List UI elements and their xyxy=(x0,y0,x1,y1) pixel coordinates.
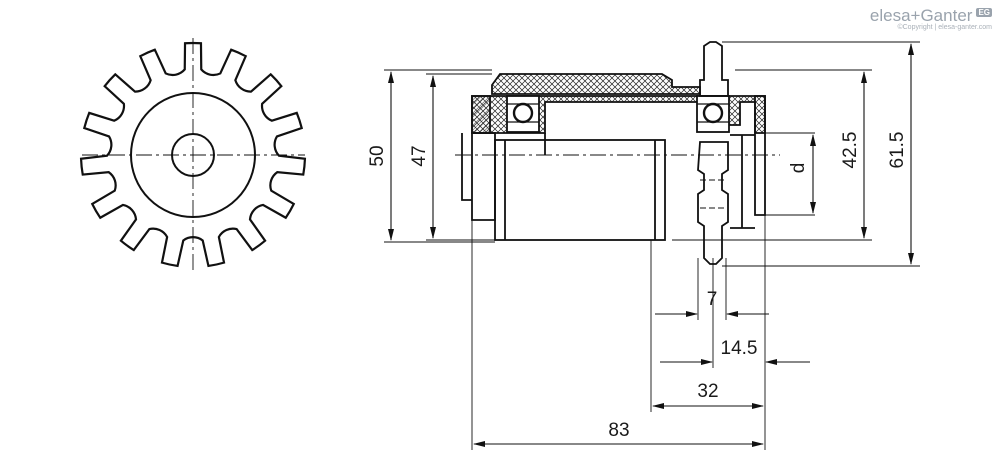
left-end-cap-lower xyxy=(471,132,496,221)
dim-61-5: 61.5 xyxy=(887,132,908,169)
extension-lines xyxy=(384,41,920,450)
housing-top-plate xyxy=(491,73,701,95)
dimension-lines xyxy=(388,43,914,447)
dim-d: d xyxy=(788,163,809,174)
left-end-cap xyxy=(471,95,491,134)
dim-32: 32 xyxy=(697,381,718,402)
logo-brand: elesa+Ganter xyxy=(869,6,973,25)
logo-badge: EG xyxy=(976,8,992,17)
dim-47: 47 xyxy=(409,145,430,166)
dim-42-5: 42.5 xyxy=(840,132,861,169)
left-hub-step xyxy=(461,133,472,201)
dim-14-5: 14.5 xyxy=(721,338,758,359)
sprocket-front-view xyxy=(79,38,307,272)
right-bearing xyxy=(696,95,730,133)
roller-tube xyxy=(494,139,666,241)
sprocket-outline xyxy=(79,41,307,268)
roller-section-view xyxy=(461,41,766,265)
dim-83: 83 xyxy=(608,420,629,441)
sprocket-side-lower xyxy=(697,141,729,265)
left-bearing xyxy=(506,95,540,133)
dim-7: 7 xyxy=(707,289,718,310)
sprocket-side-profile xyxy=(699,41,729,97)
dim-50: 50 xyxy=(367,145,388,166)
logo-copyright: ©Copyright | elesa-ganter.com xyxy=(897,24,992,31)
